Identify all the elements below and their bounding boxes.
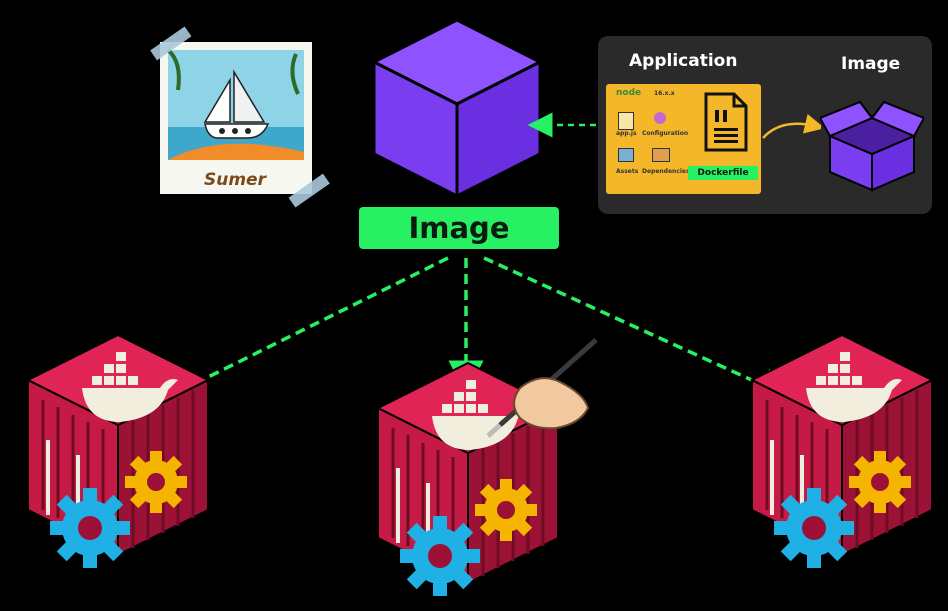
- build-arrow: [762, 114, 821, 139]
- gear-icon: [475, 479, 537, 541]
- file-app-js: app.js: [616, 130, 637, 137]
- file-configuration: Configuration: [642, 130, 689, 137]
- assets-icon: [618, 148, 634, 162]
- image-title: Image: [841, 54, 901, 74]
- gear-icon: [774, 488, 854, 568]
- gear-icon: [400, 516, 480, 596]
- file-icon: [618, 112, 634, 130]
- gear-icon: [125, 451, 187, 513]
- arrow-to-right-container: [483, 256, 794, 401]
- application-box: node 16.x.x app.js Configuration Assets …: [606, 84, 761, 194]
- file-dependencies: Dependencies: [642, 168, 690, 175]
- file-assets: Assets: [616, 168, 639, 175]
- configuration-icon: [654, 112, 666, 124]
- node-version: 16.x.x: [654, 90, 675, 97]
- image-label: Image: [359, 207, 559, 249]
- painting-hand-icon: [486, 338, 598, 438]
- polaroid-caption: Sumer: [204, 170, 268, 190]
- dependencies-icon: [652, 148, 670, 162]
- dockerfile-label: Dockerfile: [688, 166, 758, 180]
- application-title: Application: [629, 51, 738, 71]
- arrow-to-left-container: [162, 256, 449, 400]
- polaroid-photo-icon: Sumer: [150, 26, 330, 208]
- gear-icon: [50, 488, 130, 568]
- dockerfile-document-icon: [704, 92, 748, 152]
- node-logo: node: [616, 88, 642, 98]
- application-panel: Application Image node 16.x.x app.js Con…: [598, 36, 932, 214]
- purple-cube-icon: [370, 18, 544, 199]
- container-left: [26, 333, 210, 568]
- container-right: [750, 333, 934, 568]
- open-box-icon: [820, 100, 924, 192]
- gear-icon: [849, 451, 911, 513]
